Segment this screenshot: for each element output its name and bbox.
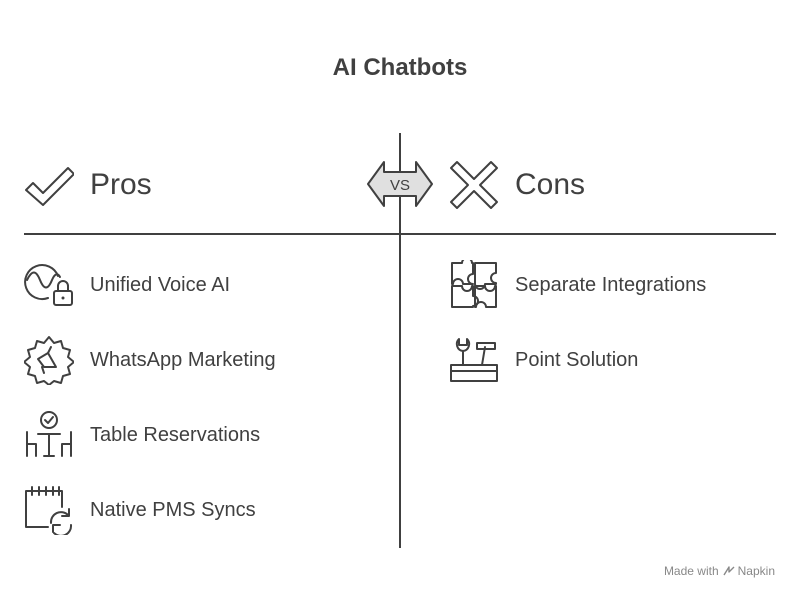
megaphone-gear-icon [24,336,74,385]
pros-item-label: WhatsApp Marketing [90,348,276,371]
pros-heading: Pros [90,168,152,201]
vs-badge: VS [367,161,433,207]
calendar-sync-icon [25,486,73,535]
cons-item: Separate Integrations [449,260,706,310]
diagram-title: AI Chatbots [332,54,468,81]
toolbox-icon [450,338,498,382]
cons-item-label: Separate Integrations [515,273,707,296]
header-divider [24,233,776,235]
cons-heading: Cons [515,168,586,201]
pros-item-label: Table Reservations [90,423,261,446]
napkin-logo-icon [723,566,735,576]
pros-item: WhatsApp Marketing [24,335,276,385]
pros-header: Pros [24,160,152,210]
puzzle-pieces-icon [451,260,497,308]
made-with-text: Made with [663,564,719,578]
cons-item-label: Point Solution [515,348,639,371]
pros-item: Unified Voice AI [24,260,230,310]
center-divider [399,133,401,548]
pros-item: Table Reservations [24,410,260,460]
cons-header: Cons [449,160,585,210]
table-chairs-check-icon [26,411,72,457]
pros-item-label: Native PMS Syncs [90,498,256,521]
voice-wave-lock-icon [24,264,73,306]
pros-item: Native PMS Syncs [24,485,256,535]
vs-label: VS [390,177,410,194]
napkin-brand: Napkin [737,564,775,578]
checkmark-icon [25,167,74,206]
footer: Made with Napkin [664,564,775,578]
cons-item: Point Solution [449,335,638,385]
pros-item-label: Unified Voice AI [90,273,231,296]
cross-icon [450,161,498,209]
